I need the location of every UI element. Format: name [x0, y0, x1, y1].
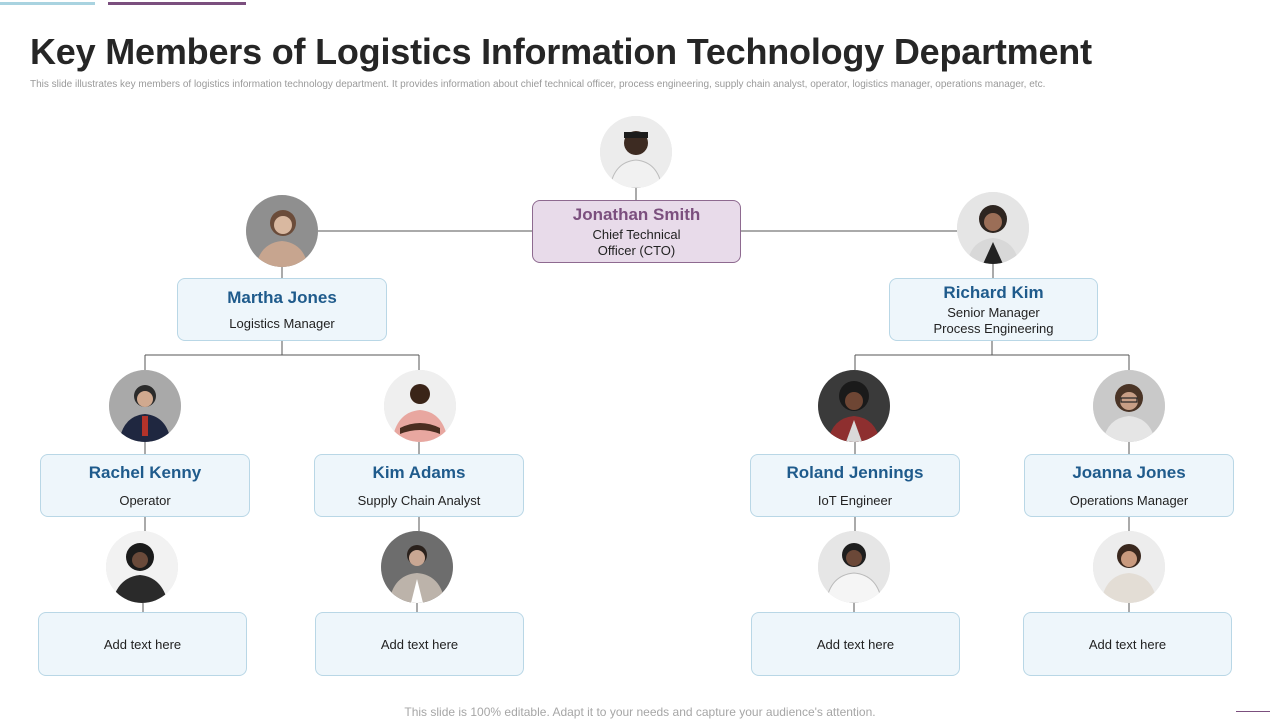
- rachel-card[interactable]: Rachel Kenny Operator: [40, 454, 250, 517]
- placeholder-text-4: Add text here: [1088, 636, 1167, 652]
- placeholder-text-3: Add text here: [816, 636, 895, 652]
- placeholder-photo-3-icon: [818, 531, 890, 603]
- martha-card[interactable]: Martha Jones Logistics Manager: [177, 278, 387, 341]
- joanna-role: Operations Manager: [1069, 492, 1189, 508]
- top-accent-bar-blue: [0, 2, 95, 5]
- top-accent-bar-purple: [108, 2, 246, 5]
- cto-name: Jonathan Smith: [572, 204, 701, 224]
- cto-photo-icon: [600, 116, 672, 188]
- cto-role-line2: Officer (CTO): [597, 242, 676, 258]
- placeholder-card-4[interactable]: Add text here: [1023, 612, 1232, 676]
- placeholder-photo-2-icon: [381, 531, 453, 603]
- cto-card[interactable]: Jonathan Smith Chief Technical Officer (…: [532, 200, 741, 263]
- roland-card[interactable]: Roland Jennings IoT Engineer: [750, 454, 960, 517]
- joanna-name: Joanna Jones: [1072, 462, 1186, 482]
- rachel-name: Rachel Kenny: [88, 462, 202, 482]
- martha-name: Martha Jones: [227, 287, 337, 307]
- richard-photo-icon: [957, 192, 1029, 264]
- page-subtitle: This slide illustrates key members of lo…: [30, 79, 1046, 90]
- cto-role-line1: Chief Technical: [592, 226, 681, 242]
- roland-name: Roland Jennings: [786, 462, 924, 482]
- joanna-photo-icon: [1093, 370, 1165, 442]
- page-title: Key Members of Logistics Information Tec…: [30, 31, 1092, 72]
- martha-role: Logistics Manager: [229, 315, 335, 331]
- richard-role-line2: Process Engineering: [933, 320, 1054, 336]
- roland-photo-icon: [818, 370, 890, 442]
- kim-role: Supply Chain Analyst: [357, 492, 481, 508]
- footer-note: This slide is 100% editable. Adapt it to…: [404, 705, 876, 719]
- placeholder-card-1[interactable]: Add text here: [38, 612, 247, 676]
- corner-accent-line: [1236, 711, 1270, 712]
- placeholder-card-2[interactable]: Add text here: [315, 612, 524, 676]
- richard-card[interactable]: Richard Kim Senior Manager Process Engin…: [889, 278, 1098, 341]
- richard-role-line1: Senior Manager: [947, 304, 1040, 320]
- placeholder-text-1: Add text here: [103, 636, 182, 652]
- rachel-photo-icon: [109, 370, 181, 442]
- placeholder-text-2: Add text here: [380, 636, 459, 652]
- richard-name: Richard Kim: [943, 282, 1044, 302]
- kim-card[interactable]: Kim Adams Supply Chain Analyst: [314, 454, 524, 517]
- placeholder-photo-1-icon: [106, 531, 178, 603]
- rachel-role: Operator: [119, 492, 171, 508]
- kim-name: Kim Adams: [372, 462, 466, 482]
- joanna-card[interactable]: Joanna Jones Operations Manager: [1024, 454, 1234, 517]
- placeholder-photo-4-icon: [1093, 531, 1165, 603]
- roland-role: IoT Engineer: [817, 492, 893, 508]
- martha-photo-icon: [246, 195, 318, 267]
- placeholder-card-3[interactable]: Add text here: [751, 612, 960, 676]
- kim-photo-icon: [384, 370, 456, 442]
